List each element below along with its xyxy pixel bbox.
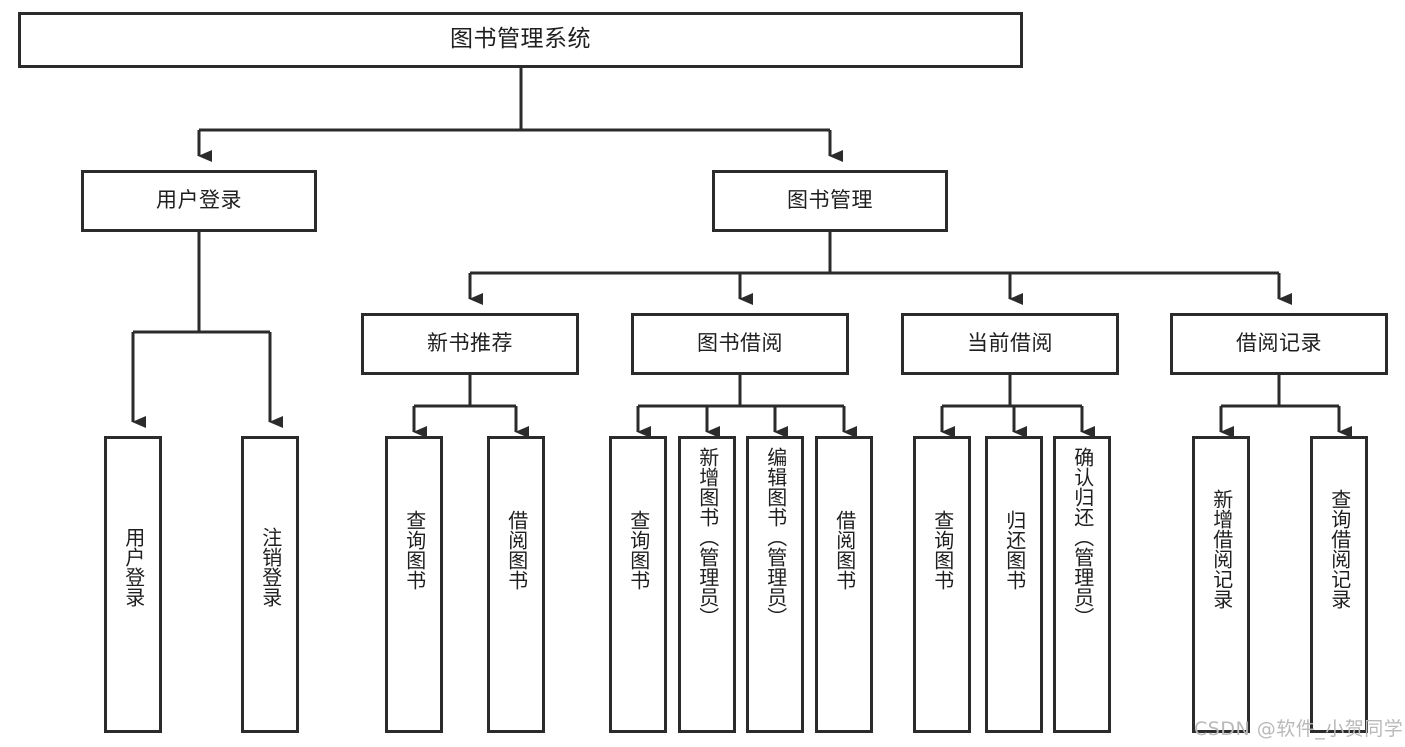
node-box-current-borrow[interactable] bbox=[901, 313, 1119, 375]
node-box-leaf-add-book[interactable] bbox=[678, 436, 736, 733]
node-box-leaf-borrow-book-rec[interactable] bbox=[487, 436, 545, 733]
node-box-leaf-edit-book[interactable] bbox=[746, 436, 804, 733]
node-box-leaf-user-logout[interactable] bbox=[241, 436, 299, 733]
node-box-new-book-rec[interactable] bbox=[361, 313, 579, 375]
connector-group-new-book-rec bbox=[412, 374, 529, 438]
connector-group-book-manage bbox=[468, 231, 1292, 305]
node-box-leaf-query-book-rec[interactable] bbox=[385, 436, 443, 733]
node-box-leaf-borrow-book[interactable] bbox=[815, 436, 873, 733]
connector-group-book-borrow bbox=[636, 374, 857, 438]
connector-group-borrow-record bbox=[1219, 374, 1352, 438]
node-box-borrow-record[interactable] bbox=[1170, 313, 1388, 375]
node-box-leaf-user-login[interactable] bbox=[104, 436, 162, 733]
node-box-book-borrow[interactable] bbox=[631, 313, 849, 375]
node-boxes bbox=[18, 12, 1388, 733]
node-box-leaf-query-book-current[interactable] bbox=[913, 436, 971, 733]
node-box-book-manage[interactable] bbox=[712, 170, 948, 232]
node-box-root[interactable] bbox=[18, 12, 1023, 68]
node-box-leaf-query-book-borrow[interactable] bbox=[609, 436, 667, 733]
node-box-leaf-add-borrow-record[interactable] bbox=[1192, 436, 1250, 733]
csdn-watermark: CSDN @软件_小贺同学 bbox=[1194, 718, 1404, 740]
node-box-user-login[interactable] bbox=[81, 170, 317, 232]
connector-group-user-login bbox=[131, 231, 283, 428]
node-box-leaf-query-borrow-record[interactable] bbox=[1310, 436, 1368, 733]
connector-group-root bbox=[197, 67, 843, 162]
node-box-leaf-return-book[interactable] bbox=[985, 436, 1043, 733]
connector-group-current-borrow bbox=[940, 374, 1095, 438]
node-box-leaf-confirm-return[interactable] bbox=[1053, 436, 1111, 733]
